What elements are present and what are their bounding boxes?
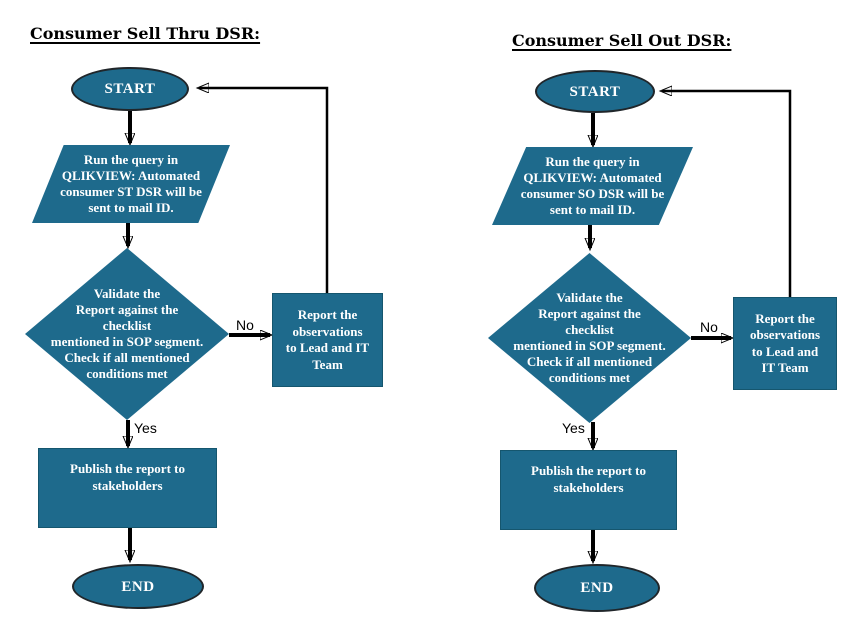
- yes-edge-label: Yes: [134, 420, 157, 436]
- report-observations-box: Report the observations to Lead and IT T…: [733, 297, 837, 390]
- decision-diamond: Validate the Report against the checklis…: [488, 253, 691, 423]
- arrow-report-loopback-left: [199, 88, 329, 293]
- yes-edge-label: Yes: [562, 420, 585, 436]
- arrow-report-loopback-right: [662, 91, 792, 297]
- query-parallelogram: Run the query in QLIKVIEW: Automated con…: [32, 145, 230, 223]
- no-edge-label: No: [236, 317, 254, 333]
- end-node: END: [72, 564, 204, 609]
- start-node: START: [535, 70, 655, 113]
- chart-title-sell-thru: Consumer Sell Thru DSR:: [30, 24, 261, 43]
- chart-title-sell-out: Consumer Sell Out DSR:: [512, 31, 732, 50]
- end-node: END: [534, 564, 660, 612]
- no-edge-label: No: [700, 319, 718, 335]
- report-observations-box: Report the observations to Lead and IT T…: [272, 293, 383, 387]
- publish-report-box: Publish the report to stakeholders: [500, 450, 677, 530]
- query-parallelogram: Run the query in QLIKVIEW: Automated con…: [492, 147, 693, 225]
- start-node: START: [71, 67, 189, 111]
